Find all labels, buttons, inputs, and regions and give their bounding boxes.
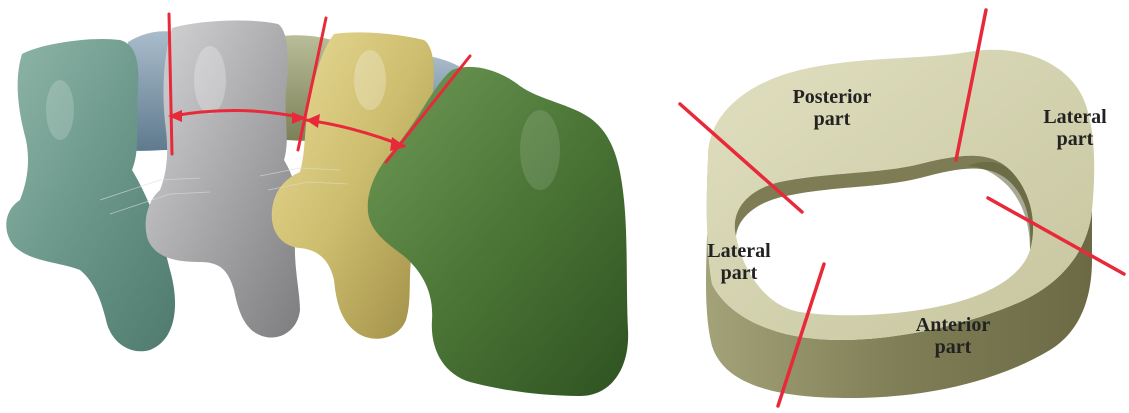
label-line: Lateral xyxy=(1030,106,1120,128)
spine-model xyxy=(6,14,628,396)
label-anterior-part: Anterior part xyxy=(898,314,1008,358)
label-line: part xyxy=(1030,128,1120,150)
label-line: part xyxy=(694,262,784,284)
label-posterior-part: Posterior part xyxy=(782,86,882,130)
highlight xyxy=(520,110,560,190)
label-line: Anterior xyxy=(898,314,1008,336)
label-lateral-part-right: Lateral part xyxy=(1030,106,1120,150)
highlight xyxy=(354,50,386,110)
highlight xyxy=(46,80,74,140)
label-line: part xyxy=(782,108,882,130)
label-line: Lateral xyxy=(694,240,784,262)
label-lateral-part-left: Lateral part xyxy=(694,240,784,284)
label-line: Posterior xyxy=(782,86,882,108)
label-line: part xyxy=(898,336,1008,358)
highlight xyxy=(194,46,226,114)
